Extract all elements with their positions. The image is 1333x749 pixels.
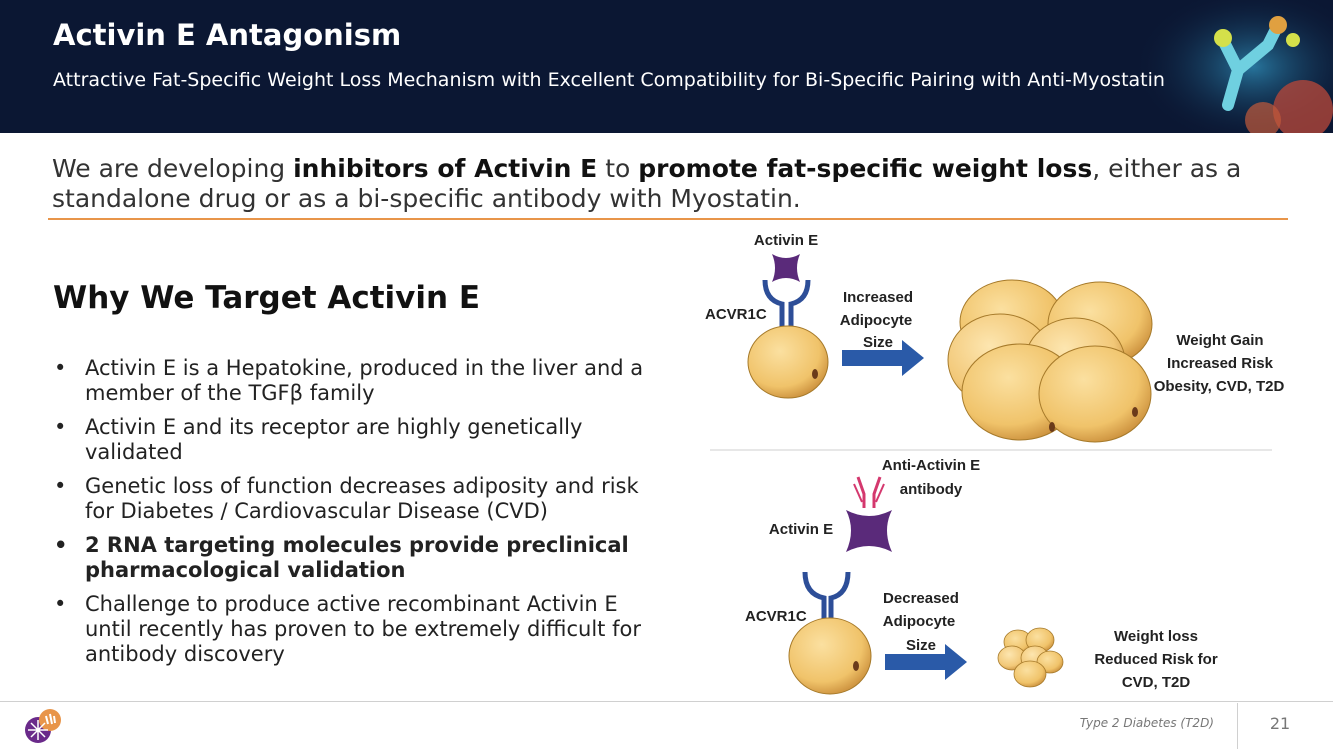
top-activin-label: Activin E [754, 232, 818, 249]
large-adipocyte-cluster-image [947, 279, 1153, 443]
bottom-arrow-label-line: Decreased [883, 590, 959, 607]
top-outcome-line: Weight Gain [1176, 332, 1263, 349]
intro-bold-1: inhibitors of Activin E [293, 154, 598, 183]
bottom-receptor-label: ACVR1C [745, 608, 807, 625]
bottom-arrow-label-line: Size [906, 637, 936, 654]
list-item: 2 RNA targeting molecules provide precli… [53, 533, 658, 583]
antibody-decoration-image [1133, 0, 1333, 133]
page-title: Activin E Antagonism [53, 18, 402, 52]
top-arrow-label-line: Size [863, 334, 893, 351]
top-arrow-label-line: Increased [843, 289, 913, 306]
bound-activin-e-icon [846, 510, 892, 552]
acvr1c-receptor-icon [762, 279, 811, 330]
section-divider [48, 218, 1288, 220]
intro-statement: We are developing inhibitors of Activin … [52, 154, 1282, 214]
intro-text-1: We are developing [52, 154, 294, 183]
antibody-label-line: antibody [900, 481, 963, 498]
increase-arrow-icon [842, 340, 924, 376]
unbound-acvr1c-receptor-icon [802, 571, 851, 622]
activin-e-ligand-icon [772, 254, 800, 282]
bottom-activin-label: Activin E [769, 521, 833, 538]
footer-divider [0, 701, 1333, 702]
footer-section-label: Type 2 Diabetes (T2D) [1079, 716, 1214, 730]
bottom-outcome-line: Weight loss [1114, 628, 1198, 645]
footer-separator [1237, 703, 1238, 749]
top-outcome-line: Increased Risk [1167, 355, 1274, 372]
list-item: Genetic loss of function decreases adipo… [53, 474, 658, 524]
rationale-list: Activin E is a Hepatokine, produced in t… [53, 356, 658, 676]
bottom-arrow-label-line: Adipocyte [883, 613, 956, 630]
page-number: 21 [1269, 714, 1291, 733]
intro-bold-2: promote fat-specific weight loss [638, 154, 1093, 183]
page-subtitle: Attractive Fat-Specific Weight Loss Mech… [53, 69, 1165, 91]
bottom-outcome-line: CVD, T2D [1122, 674, 1191, 691]
antibody-label-line: Anti-Activin E [882, 457, 980, 474]
decrease-arrow-icon [885, 644, 967, 680]
bottom-outcome-line: Reduced Risk for [1094, 651, 1218, 668]
small-adipocyte-image [788, 617, 872, 695]
header-banner: Activin E Antagonism Attractive Fat-Spec… [0, 0, 1333, 133]
small-adipocyte-cluster-image [997, 627, 1064, 688]
small-adipocyte-image [747, 325, 829, 399]
intro-text-3: , either as a standalone drug or as a bi… [52, 154, 1242, 213]
anti-activin-antibody-icon [853, 476, 885, 508]
intro-text-2: to [597, 154, 639, 183]
section-heading: Why We Target Activin E [53, 280, 481, 316]
list-item: Challenge to produce active recombinant … [53, 592, 658, 667]
company-logo [25, 709, 61, 743]
top-arrow-label-line: Adipocyte [840, 312, 913, 329]
top-outcome-line: Obesity, CVD, T2D [1154, 378, 1285, 395]
list-item: Activin E is a Hepatokine, produced in t… [53, 356, 658, 406]
list-item: Activin E and its receptor are highly ge… [53, 415, 658, 465]
mechanism-diagram: Activin E ACVR1C Increased Adipocyte Siz… [705, 232, 1285, 695]
top-receptor-label: ACVR1C [705, 306, 767, 323]
